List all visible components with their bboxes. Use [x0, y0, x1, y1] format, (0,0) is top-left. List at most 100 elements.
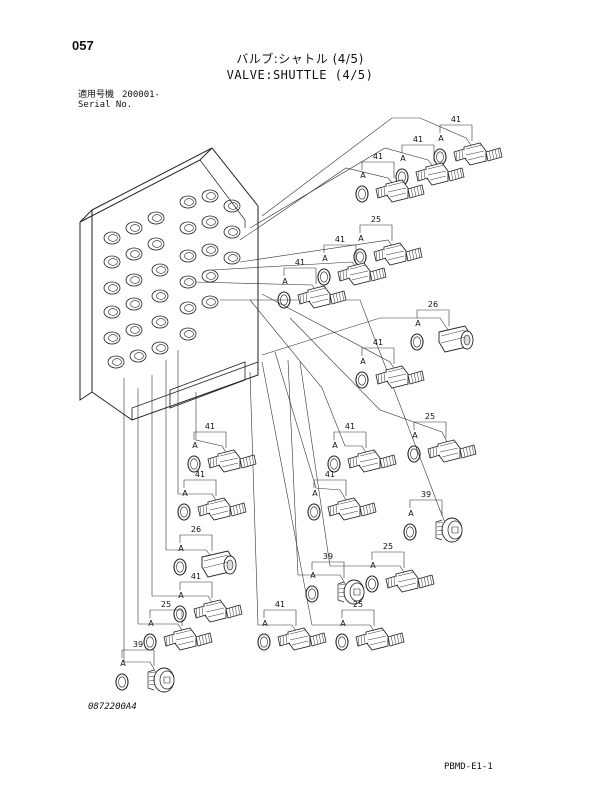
o-ring: [433, 148, 447, 166]
assembly-marker: A: [400, 154, 406, 163]
page-title-japanese: バルブ:シャトル (4/5): [236, 52, 364, 66]
adapter-fitting: A 41: [395, 135, 465, 186]
assembly-marker: A: [178, 544, 184, 553]
assembly-marker: A: [412, 431, 418, 440]
part-number-label: 25: [383, 542, 393, 551]
leader-line: [287, 359, 351, 593]
part-number-label: 25: [353, 600, 363, 609]
assembly-marker: A: [408, 509, 414, 518]
part-number-label: 26: [428, 300, 438, 309]
assembly-marker: A: [358, 234, 364, 243]
o-ring: [327, 455, 341, 473]
o-ring: [403, 523, 417, 541]
o-ring: [317, 268, 331, 286]
applicable-label-japanese: 適用号機: [78, 90, 115, 100]
part-number-label: 41: [195, 470, 205, 479]
adapter-fitting: A 41: [327, 422, 397, 473]
leader-line: [261, 117, 479, 217]
assembly-marker: A: [438, 134, 444, 143]
part-number-label: 41: [205, 422, 215, 431]
part-number-label: 39: [421, 490, 431, 499]
page-title: VALVE:SHUTTLE (4/5): [226, 68, 374, 82]
leader-line: [239, 239, 399, 263]
o-ring: [257, 633, 271, 651]
assembly-marker: A: [360, 357, 366, 366]
o-ring: [307, 503, 321, 521]
adapter-fitting: A 25: [335, 600, 405, 651]
adapter-fitting: A 41: [187, 422, 257, 473]
plug-fitting: A39: [305, 552, 365, 605]
assembly-marker: A: [120, 659, 126, 668]
part-number-label: 41: [191, 572, 201, 581]
part-number-label: 41: [413, 135, 423, 144]
part-number-label: 41: [345, 422, 355, 431]
o-ring: [305, 585, 319, 603]
o-ring: [335, 633, 349, 651]
part-number-label: 39: [133, 640, 143, 649]
adapter-fitting: A 41: [355, 152, 425, 203]
adapter-fitting: A 41: [277, 258, 347, 309]
assembly-marker: A: [340, 619, 346, 628]
leader-line: [261, 317, 456, 356]
o-ring: [365, 575, 379, 593]
adapter-fitting: A 41: [177, 470, 247, 521]
o-ring: [355, 371, 369, 389]
adapter-fitting: A 41: [307, 470, 377, 521]
leader-line: [261, 293, 401, 379]
plug-fitting: A 39: [403, 490, 463, 543]
adapter-fitting: A 41: [317, 235, 387, 286]
o-ring: [355, 185, 369, 203]
part-number-label: 26: [191, 525, 201, 534]
adapter-fitting: A 25: [353, 215, 423, 266]
part-number-label: 25: [161, 600, 171, 609]
o-ring: [173, 605, 187, 623]
o-ring: [277, 291, 291, 309]
o-ring: [143, 633, 157, 651]
assembly-marker: A: [192, 441, 198, 450]
assembly-marker: A: [178, 591, 184, 600]
page-number: 057: [72, 38, 94, 53]
assembly-marker: A: [322, 254, 328, 263]
leader-line: [274, 351, 353, 511]
part-number-label: 25: [371, 215, 381, 224]
assembly-marker: A: [370, 561, 376, 570]
drawing-code: 0872200A4: [88, 702, 137, 712]
assembly-marker: A: [312, 489, 318, 498]
parts-layer: A41A41A41A25A41A41A26A41A41A25A41A39A41A…: [115, 115, 503, 693]
adapter-fitting: A 41: [257, 600, 327, 651]
assembly-marker: A: [360, 171, 366, 180]
part-number-label: 41: [325, 470, 335, 479]
o-ring: [407, 445, 421, 463]
assembly-marker: A: [282, 277, 288, 286]
adapter-fitting: A 41: [355, 338, 425, 389]
plug-fitting: A 39: [115, 640, 175, 693]
shuttle-valve-block: [79, 147, 259, 421]
part-number-label: 41: [335, 235, 345, 244]
leader-line: [239, 167, 401, 241]
leader-line: [123, 378, 161, 681]
assembly-marker: A: [415, 319, 421, 328]
assembly-marker: A: [332, 441, 338, 450]
adapter-fitting: A 25: [407, 412, 477, 463]
leader-line: [289, 317, 453, 453]
part-number-label: 41: [451, 115, 461, 124]
part-number-label: 41: [275, 600, 285, 609]
part-number-label: 25: [425, 412, 435, 421]
part-number-label: 41: [373, 152, 383, 161]
assembly-marker: A: [262, 619, 268, 628]
adapter-fitting: A 25: [365, 542, 435, 593]
serial-applicability: 適用号機 200001- Serial No.: [78, 90, 160, 110]
adapter-fitting: A 41: [173, 572, 243, 623]
applicable-serial: 200001-: [122, 90, 160, 100]
o-ring: [410, 333, 424, 351]
cap-fitting: A 26: [173, 525, 237, 578]
part-number-label: 41: [373, 338, 383, 347]
part-number-label: 41: [295, 258, 305, 267]
leader-line: [249, 299, 373, 463]
applicable-label-english: Serial No.: [78, 100, 133, 110]
assembly-marker: A: [182, 489, 188, 498]
o-ring: [177, 503, 191, 521]
adapter-fitting: A 41: [433, 115, 503, 166]
o-ring: [115, 673, 129, 691]
